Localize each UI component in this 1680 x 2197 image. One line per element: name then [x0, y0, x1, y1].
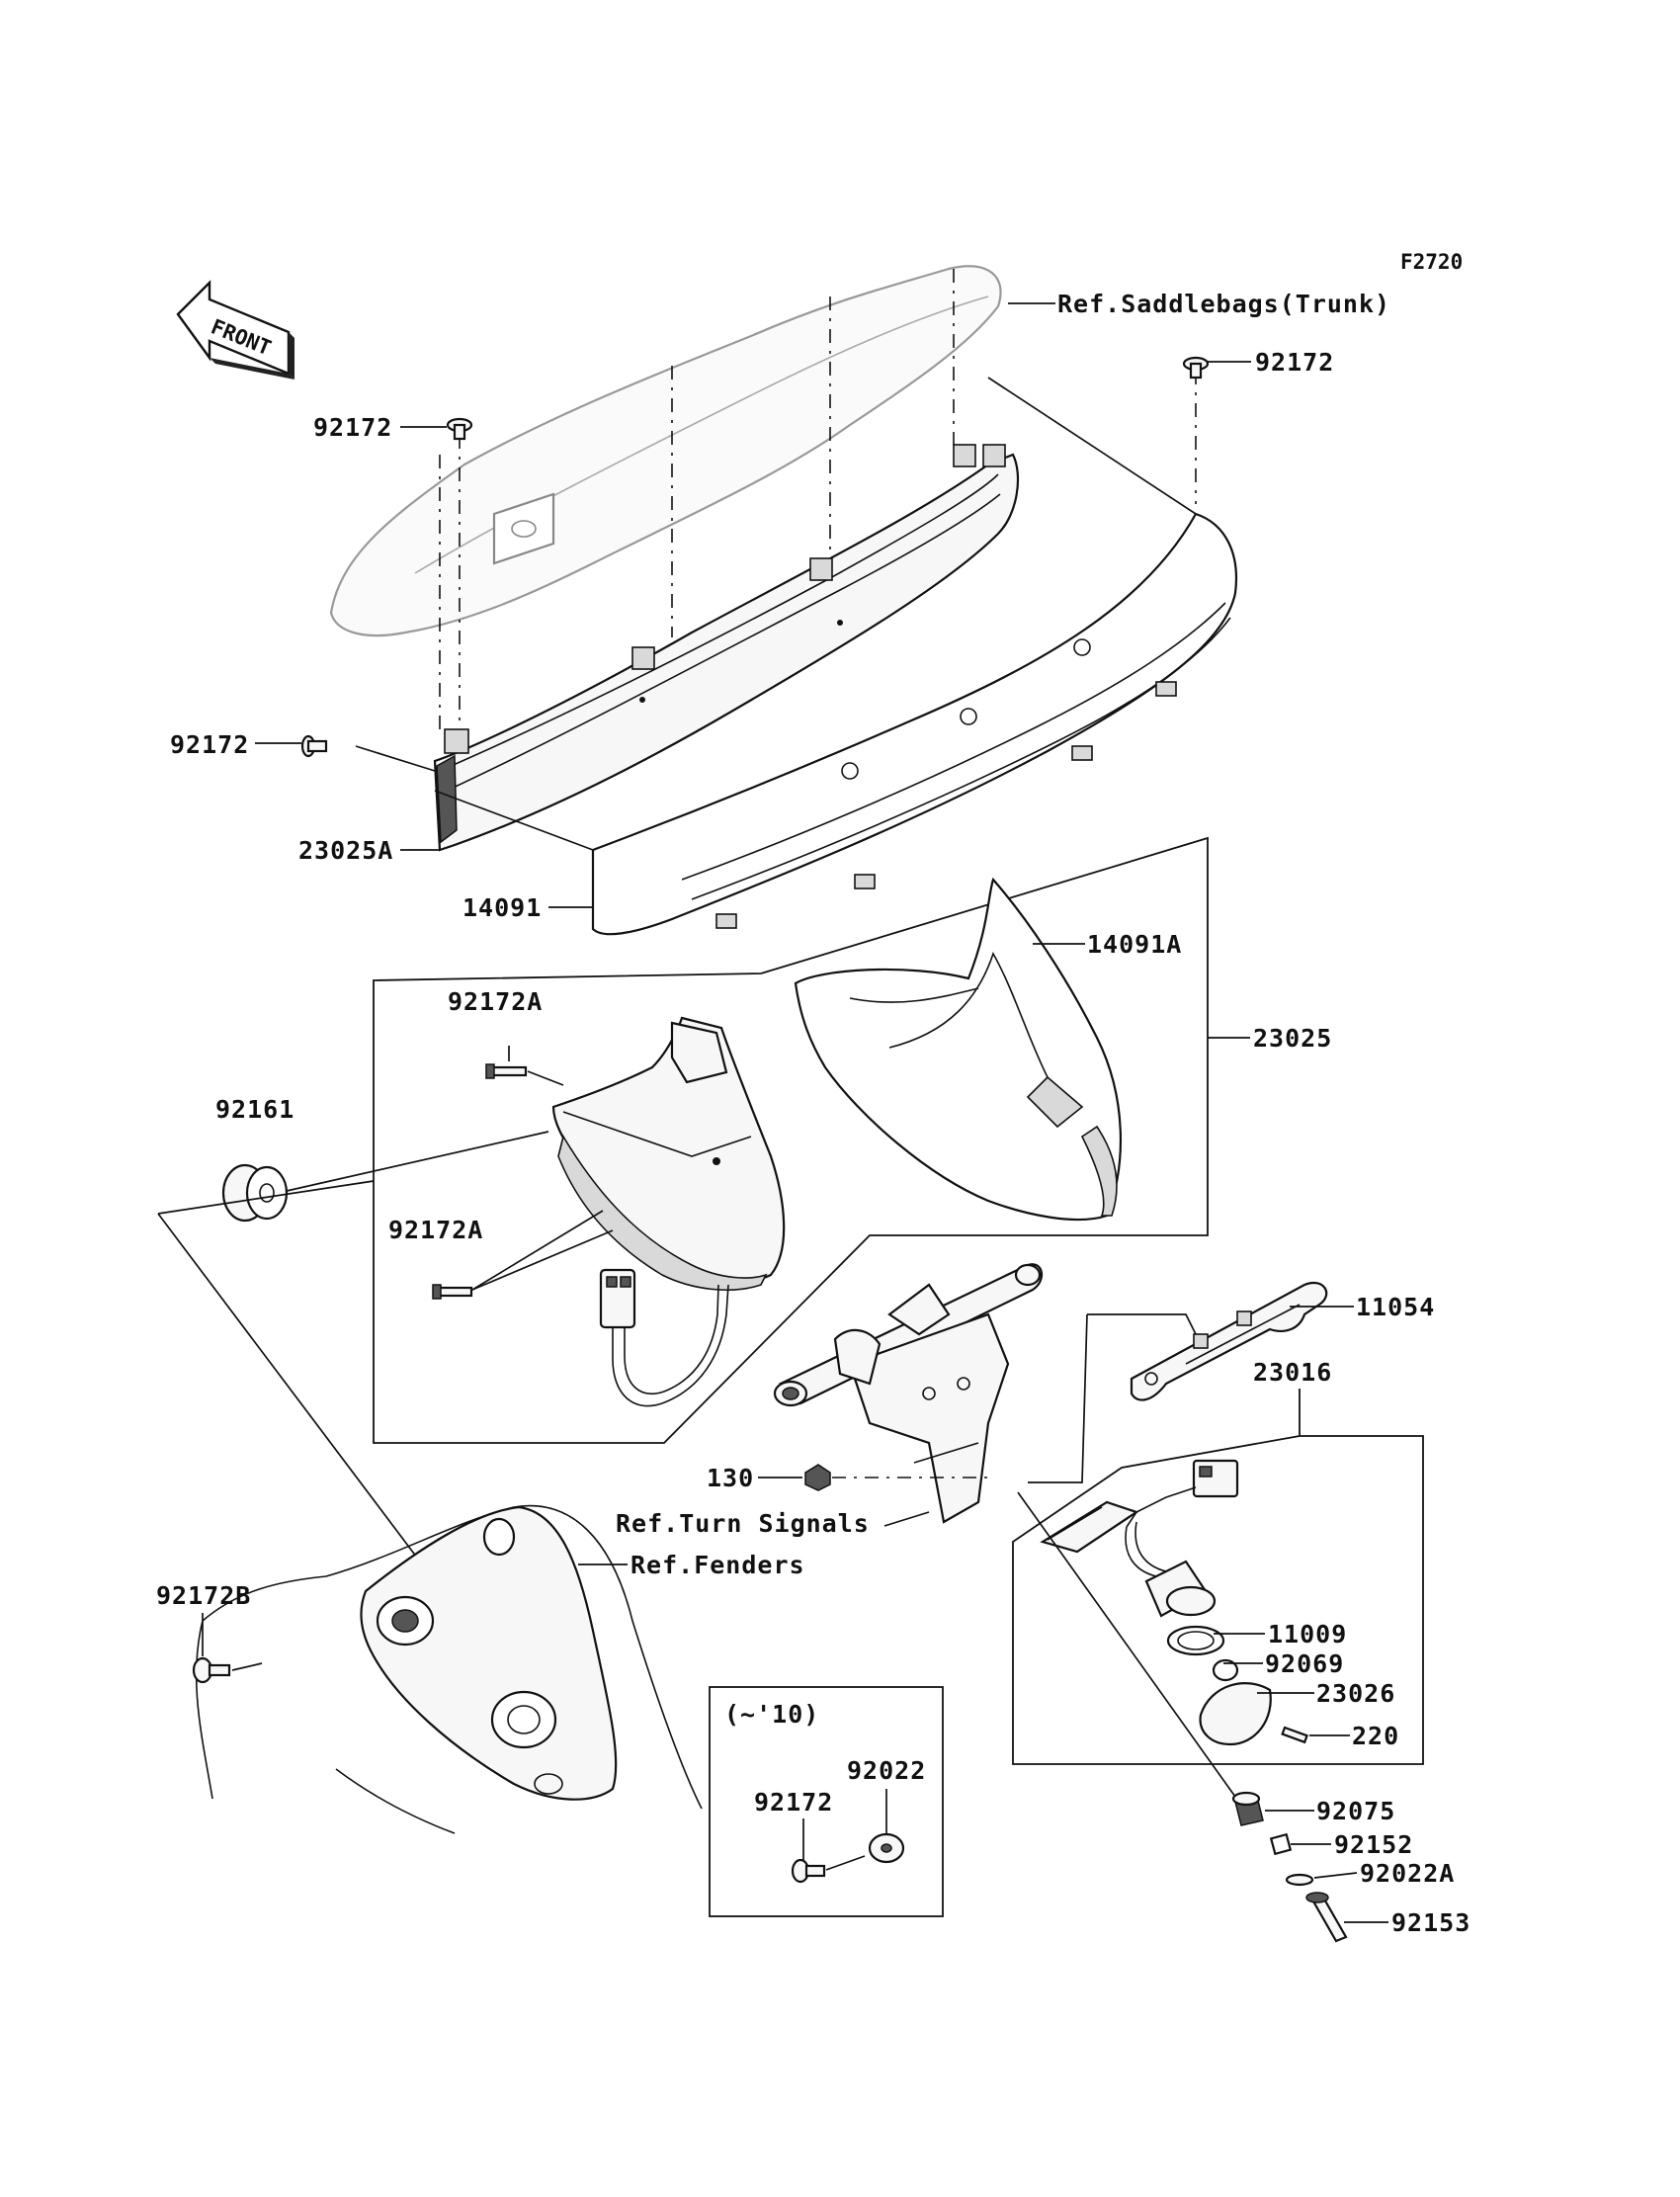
label-92022A: 92022A — [1360, 1859, 1455, 1888]
lens-14091 — [591, 512, 1237, 936]
license-light-parts — [1040, 1459, 1308, 1746]
saddlebag-trunk — [329, 265, 1002, 637]
light-housing-23025A — [433, 444, 1020, 852]
label-92172A-bottom: 92172A — [388, 1216, 483, 1244]
label-130: 130 — [707, 1464, 754, 1492]
ref-turn-signals: Ref.Turn Signals — [616, 1509, 870, 1538]
label-92161: 92161 — [215, 1095, 294, 1124]
washer-92022A-icon — [1285, 1873, 1314, 1887]
ref-saddlebags: Ref.Saddlebags(Trunk) — [1057, 290, 1390, 318]
assembly-23025-outline — [373, 836, 1209, 1444]
label-23016: 23016 — [1253, 1358, 1332, 1387]
label-92172-inset: 92172 — [754, 1788, 833, 1817]
assembly-23016-outline — [1012, 1389, 1424, 1765]
label-11054: 11054 — [1356, 1293, 1435, 1321]
screw-92172A-bottom-icon — [432, 1284, 473, 1300]
inset-box — [709, 1686, 944, 1917]
fender — [195, 1504, 703, 1834]
grommet-92075-icon — [1231, 1791, 1264, 1826]
label-92022-inset: 92022 — [847, 1756, 926, 1785]
bracket-11054 — [1130, 1282, 1328, 1401]
figure-code: F2720 — [1400, 250, 1463, 274]
bolt-92153-icon — [1305, 1892, 1348, 1943]
collar-92152-icon — [1269, 1832, 1293, 1856]
label-23026: 23026 — [1316, 1679, 1395, 1708]
label-92152: 92152 — [1334, 1830, 1413, 1859]
license-bracket — [773, 1263, 1044, 1524]
ref-fenders: Ref.Fenders — [630, 1551, 805, 1579]
label-92153: 92153 — [1391, 1908, 1470, 1937]
inset-caption: (~'10) — [724, 1700, 819, 1729]
label-14091A: 14091A — [1087, 930, 1182, 959]
nut-130-icon — [804, 1464, 831, 1491]
label-23025: 23025 — [1253, 1024, 1332, 1053]
label-92172B: 92172B — [156, 1581, 251, 1610]
label-14091: 14091 — [462, 893, 542, 922]
label-92069: 92069 — [1265, 1649, 1344, 1678]
label-92172-top-left: 92172 — [313, 413, 392, 442]
cover-14091A — [794, 877, 1123, 1222]
label-92172-left: 92172 — [170, 730, 249, 759]
front-arrow-icon: FRONT — [176, 280, 294, 380]
label-92172-top-right: 92172 — [1255, 348, 1334, 377]
grommet-92161-icon — [221, 1163, 289, 1223]
bolt-92172B-icon — [192, 1656, 231, 1684]
label-23025A: 23025A — [298, 836, 393, 865]
screw-92172-left-icon — [300, 734, 328, 758]
tail-light-unit — [551, 1016, 786, 1407]
label-92075: 92075 — [1316, 1797, 1395, 1825]
washer-92022-icon — [868, 1832, 905, 1864]
screw-92172A-top-icon — [485, 1063, 528, 1079]
label-220: 220 — [1352, 1722, 1399, 1750]
label-92172A-top: 92172A — [448, 987, 543, 1016]
label-11009: 11009 — [1268, 1620, 1347, 1648]
screw-92172-top-left-icon — [446, 417, 473, 441]
screw-92172-inset-icon — [791, 1858, 826, 1884]
screw-92172-top-right-icon — [1182, 356, 1210, 380]
